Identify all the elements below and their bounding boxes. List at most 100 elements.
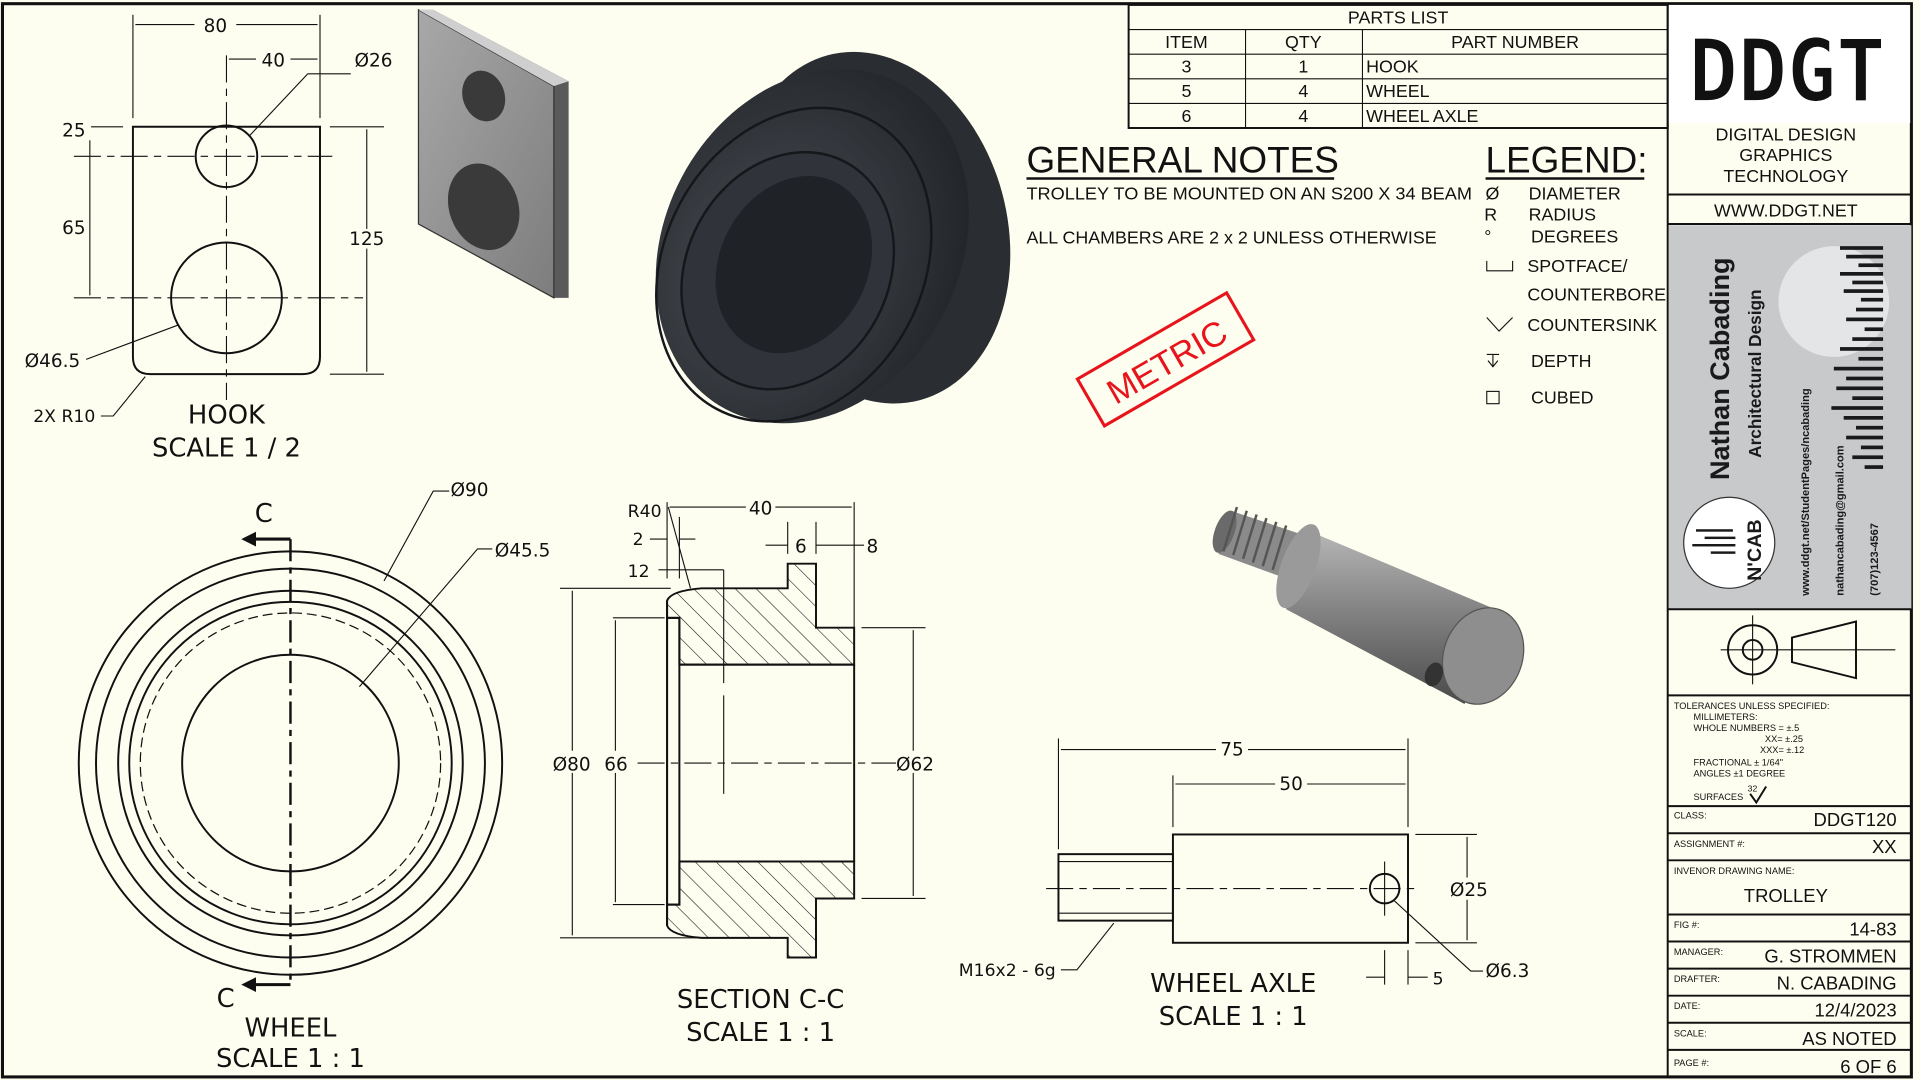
- tolerance-line: MILLIMETERS:: [1694, 712, 1758, 722]
- dim-section-66: 66: [604, 754, 627, 775]
- org-line: GRAPHICS: [1739, 145, 1832, 165]
- dim-axle-hole: Ø6.3: [1486, 961, 1530, 982]
- countersink-icon: [1486, 317, 1514, 332]
- axle-view: 75 50 Ø25 Ø6.3 M16x2 - 6g 5 WHEEL AXLE S…: [959, 738, 1530, 1032]
- field-drafter: N. CABADING: [1777, 973, 1897, 994]
- dim-section-12: 12: [628, 562, 650, 582]
- legend: LEGEND: Ø DIAMETER R RADIUS ° DEGREES SP…: [1484, 139, 1666, 407]
- field-date: 12/4/2023: [1815, 1000, 1897, 1021]
- skyline-bars: [1831, 246, 1884, 469]
- legend-title: LEGEND:: [1486, 139, 1648, 180]
- axle-3d-render: [1212, 506, 1525, 705]
- tolerance-line: XXX= ±.12: [1760, 745, 1804, 755]
- column-header: QTY: [1285, 32, 1322, 52]
- dim-wheel-inner: Ø45.5: [495, 540, 551, 561]
- tolerance-line: FRACTIONAL ± 1/64": [1694, 758, 1783, 768]
- surface-finish-icon: [1749, 785, 1767, 805]
- section-label-bottom: C: [217, 984, 235, 1014]
- cell: 1: [1298, 57, 1308, 77]
- legend-label: COUNTERSINK: [1527, 315, 1657, 335]
- dim-axle-offset: 5: [1433, 970, 1444, 990]
- dim-hook-half: 40: [261, 50, 284, 71]
- note-line: TROLLEY TO BE MOUNTED ON AN S200 X 34 BE…: [1026, 183, 1472, 203]
- website-link[interactable]: WWW.DDGT.NET: [1714, 201, 1858, 221]
- dim-axle-total: 75: [1220, 740, 1243, 761]
- legend-label: SPOTFACE/: [1527, 256, 1627, 276]
- card-phone: (707)123-4567: [1869, 523, 1881, 596]
- radius-symbol: R: [1484, 204, 1497, 224]
- card-subtitle: Architectural Design: [1745, 289, 1765, 457]
- dim-section-8: 8: [866, 537, 878, 558]
- tolerance-line: ANGLES ±1 DEGREE: [1694, 769, 1786, 779]
- parts-list-title: PARTS LIST: [1348, 7, 1449, 27]
- dim-section-2: 2: [633, 530, 644, 550]
- dim-axle-dia: Ø25: [1450, 880, 1488, 901]
- depth-icon: [1486, 353, 1500, 368]
- section-view: R40 40 2 12 6 8 Ø80 66 Ø62 SECTION C-C S…: [551, 497, 938, 1048]
- field-label: INVENOR DRAWING NAME:: [1674, 866, 1795, 876]
- dim-hook-top: 25: [62, 121, 85, 142]
- square-icon: [1486, 390, 1500, 405]
- hook-3d-render: [417, 8, 569, 299]
- wheel-3d-render: [655, 51, 1011, 424]
- dim-section-total: 40: [749, 498, 772, 519]
- dim-hook-spacing: 65: [62, 218, 85, 239]
- diameter-symbol: Ø: [1486, 183, 1500, 203]
- cell: 3: [1182, 57, 1192, 77]
- dim-hook-radius: 2X R10: [33, 407, 95, 427]
- axle-title: WHEEL AXLE: [1150, 969, 1316, 999]
- parts-list-table: PARTS LIST ITEM QTY PART NUMBER 3 1 HOOK…: [1127, 3, 1669, 129]
- org-line: TECHNOLOGY: [1723, 166, 1848, 186]
- org-line: DIGITAL DESIGN: [1716, 124, 1857, 144]
- section-title: SECTION C-C: [677, 985, 844, 1015]
- section-scale: SCALE 1 : 1: [686, 1018, 835, 1048]
- wheel-scale: SCALE 1 : 1: [216, 1044, 365, 1074]
- third-angle-projection-icon: [1720, 615, 1896, 685]
- table-row: 6 4 WHEEL AXLE: [1182, 106, 1479, 126]
- hook-title: HOOK: [188, 400, 266, 430]
- field-fig: 14-83: [1849, 918, 1896, 939]
- tolerance-line: TOLERANCES UNLESS SPECIFIED:: [1674, 701, 1830, 711]
- legend-label: DEPTH: [1531, 351, 1591, 371]
- section-label-top: C: [255, 499, 273, 529]
- field-class: DDGT120: [1814, 809, 1897, 830]
- tolerance-line: SURFACES: [1694, 792, 1744, 802]
- hook-view: 80 40 Ø26 25 65 125 Ø46.5 2X R10 HOOK SC…: [25, 14, 392, 464]
- general-notes-title: GENERAL NOTES: [1026, 139, 1338, 180]
- dim-hook-small-hole: Ø26: [354, 50, 392, 71]
- field-label: SCALE:: [1674, 1028, 1707, 1038]
- field-label: PAGE #:: [1674, 1058, 1709, 1068]
- cell: WHEEL AXLE: [1366, 106, 1478, 126]
- note-line: ALL CHAMBERS ARE 2 x 2 UNLESS OTHERWISE: [1026, 228, 1436, 248]
- table-row: 5 4 WHEEL: [1182, 81, 1430, 101]
- ncab-logo: N'CAB: [1744, 519, 1766, 581]
- degree-symbol: °: [1484, 226, 1491, 246]
- dim-section-6: 6: [795, 537, 807, 558]
- cell: 4: [1298, 106, 1308, 126]
- field-page: 6 OF 6: [1840, 1056, 1896, 1077]
- dim-section-d80: Ø80: [553, 754, 591, 775]
- wheel-view: Ø90 Ø45.5 C C WHEEL SCALE 1 : 1: [77, 480, 551, 1074]
- cell: WHEEL: [1366, 81, 1429, 101]
- table-row: 3 1 HOOK: [1182, 57, 1419, 77]
- column-header: PART NUMBER: [1451, 32, 1579, 52]
- tolerances: TOLERANCES UNLESS SPECIFIED: MILLIMETERS…: [1674, 701, 1830, 805]
- ddgt-logo: DDGT: [1688, 21, 1887, 123]
- dim-axle-thread: M16x2 - 6g: [959, 961, 1056, 981]
- field-manager: G. STROMMEN: [1764, 945, 1896, 966]
- title-block: DDGT DIGITAL DESIGN GRAPHICS TECHNOLOGY …: [1666, 3, 1912, 1077]
- axle-scale: SCALE 1 : 1: [1159, 1002, 1308, 1032]
- surface-finish-value: 32: [1748, 783, 1758, 793]
- hook-scale: SCALE 1 / 2: [152, 434, 301, 464]
- field-scale: AS NOTED: [1802, 1028, 1896, 1049]
- dim-hook-height: 125: [349, 229, 384, 250]
- field-label: CLASS:: [1674, 810, 1707, 820]
- dim-section-d62: Ø62: [896, 754, 934, 775]
- field-label: ASSIGNMENT #:: [1674, 839, 1745, 849]
- field-assignment: XX: [1872, 836, 1897, 857]
- legend-label: DIAMETER: [1529, 183, 1621, 203]
- cell: HOOK: [1366, 57, 1419, 77]
- card-name: Nathan Cabading: [1704, 257, 1735, 480]
- dim-hook-large-hole: Ø46.5: [25, 351, 81, 372]
